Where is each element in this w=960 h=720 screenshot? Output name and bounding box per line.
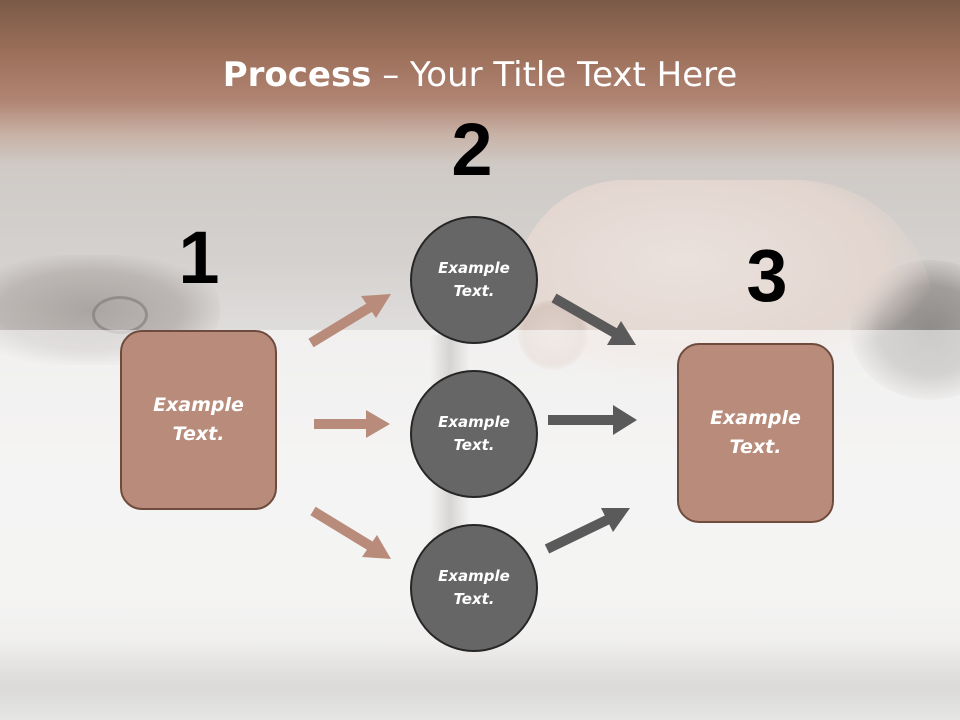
title-rest: – Your Title Text Here (371, 55, 738, 95)
title-bold: Process (222, 55, 372, 95)
arrow-top-to-right (551, 293, 636, 345)
step-number-1: 1 (178, 216, 220, 299)
background-bottom-band (0, 640, 960, 720)
step-number-3: 3 (746, 234, 788, 317)
step-number-2: 2 (451, 108, 493, 191)
arrow-bottom-to-right (544, 508, 630, 554)
slide-title: Process – Your Title Text Here (0, 52, 960, 98)
arrow-left-to-bottom (310, 506, 391, 559)
arrow-middle-to-right (548, 405, 637, 435)
arrow-left-to-middle (314, 410, 390, 438)
arrow-left-to-top (308, 294, 391, 348)
